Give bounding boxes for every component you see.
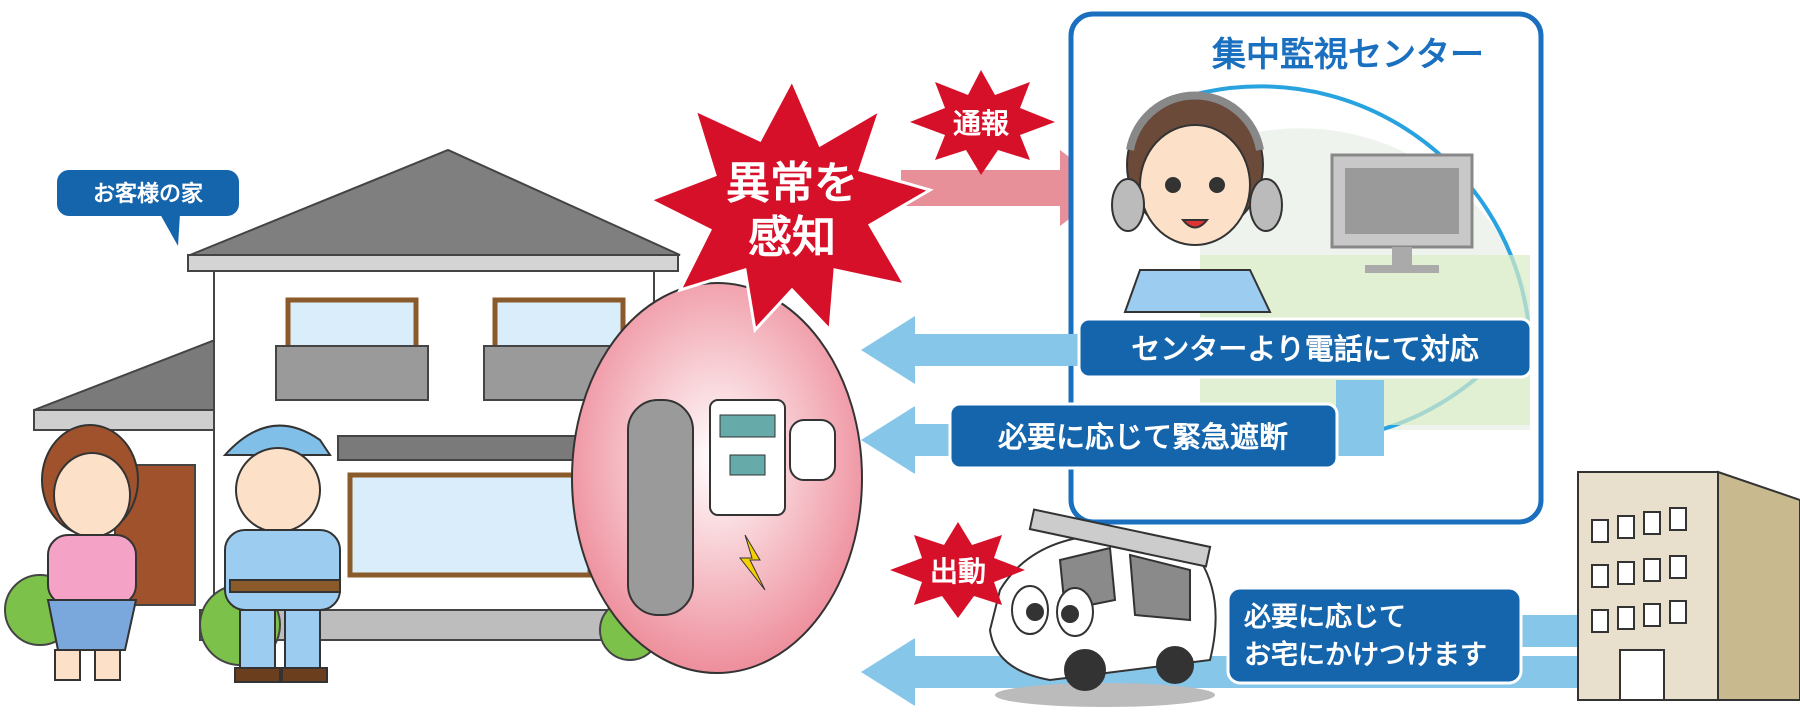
svg-text:お客様の家: お客様の家 bbox=[93, 181, 204, 207]
emergency-shutoff-label: 必要に応じて緊急遮断 bbox=[948, 402, 1339, 470]
report-burst: 通報 bbox=[910, 70, 1055, 175]
dispatch-burst: 出動 bbox=[890, 522, 1025, 618]
svg-text:必要に応じて緊急遮断: 必要に応じて緊急遮断 bbox=[998, 420, 1288, 454]
phone-response-label: センターより電話にて対応 bbox=[1077, 317, 1533, 379]
svg-text:必要に応じて: 必要に応じて bbox=[1244, 601, 1406, 633]
dispatch-arrow bbox=[861, 638, 1580, 706]
customer-woman-illustration bbox=[41, 424, 139, 681]
gas-cylinder-icon bbox=[627, 399, 694, 616]
shutoff-connector bbox=[1336, 380, 1384, 456]
dispatch-label: 必要に応じて お宅にかけつけます bbox=[1226, 586, 1523, 685]
gas-equipment-highlight bbox=[571, 282, 863, 674]
technician-illustration bbox=[222, 424, 341, 683]
alert-burst: 異常を 感知 bbox=[646, 76, 934, 334]
monitor-icon bbox=[1330, 153, 1474, 273]
lightning-icon bbox=[738, 534, 766, 591]
svg-text:通報: 通報 bbox=[953, 107, 1010, 140]
center-title: 集中監視センター bbox=[1211, 35, 1484, 75]
phone-response-arrow bbox=[861, 316, 1085, 384]
home-label: お客様の家 bbox=[57, 170, 239, 246]
report-arrow bbox=[901, 150, 1110, 226]
operator-illustration bbox=[1111, 91, 1283, 313]
svg-text:出動: 出動 bbox=[930, 555, 986, 588]
shutoff-arrow bbox=[861, 406, 960, 474]
svg-text:異常を: 異常を bbox=[726, 158, 858, 209]
svg-text:お宅にかけつけます: お宅にかけつけます bbox=[1244, 639, 1487, 671]
service-car-illustration bbox=[988, 508, 1217, 707]
svg-text:感知: 感知 bbox=[748, 212, 836, 263]
office-building-illustration bbox=[1577, 470, 1800, 701]
svg-text:センターより電話にて対応: センターより電話にて対応 bbox=[1131, 332, 1478, 366]
building-connector bbox=[1520, 615, 1580, 647]
